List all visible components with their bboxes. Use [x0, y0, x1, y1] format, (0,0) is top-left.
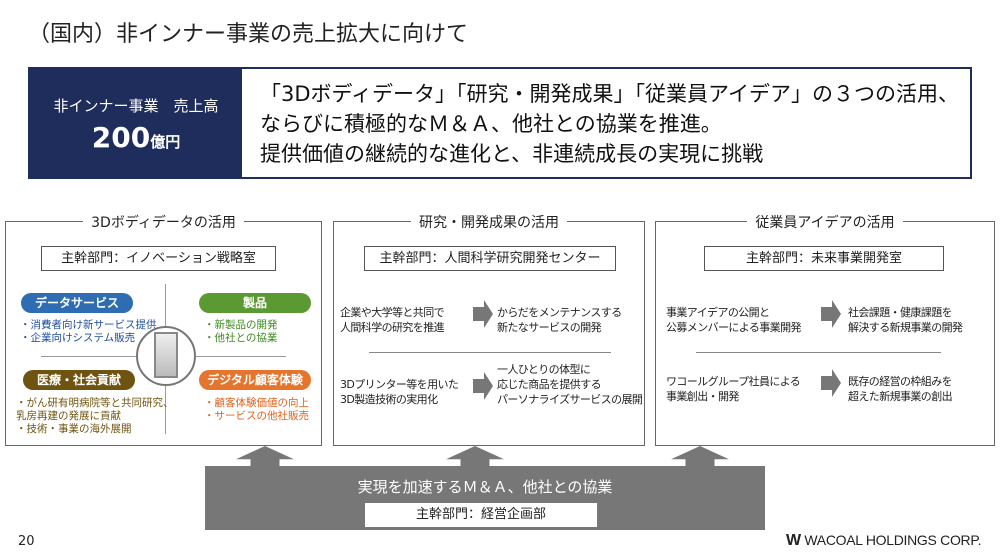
- dept-label: 主幹部門：未来事業開発室: [704, 246, 944, 271]
- row-to: 一人ひとりの体型に応じた商品を提供するパーソナライズサービスの展開: [497, 363, 643, 406]
- dept-label: 主幹部門：イノベーション戦略室: [41, 246, 276, 271]
- quadrant-products: 製品: [199, 293, 311, 313]
- dept-label: 主幹部門：経営企画部: [365, 503, 597, 527]
- arrow-right-icon: [473, 300, 493, 328]
- up-arrow-icon: [671, 446, 729, 468]
- row-from: 企業や大学等と共同で人間科学の研究を推進: [340, 306, 445, 334]
- quadrant-list: ・消費者向け新サービス提供・企業向けシステム販売: [20, 319, 157, 344]
- body-scanner-icon: [154, 332, 178, 378]
- up-arrow-icon: [446, 446, 504, 468]
- row-from: 事業アイデアの公開と公募メンバーによる事業開発: [666, 306, 801, 334]
- arrow-right-icon: [821, 369, 841, 397]
- dept-label: 主幹部門：人間科学研究開発センター: [364, 246, 616, 271]
- panel-title: 研究・開発成果の活用: [411, 215, 567, 231]
- quadrant-list: ・がん研有明病院等と共同研究、乳房再建の発展に貢献・技術・事業の海外展開: [16, 397, 174, 435]
- sales-panel: 非インナー事業 売上高 200億円: [30, 69, 242, 177]
- page-number: 20: [18, 534, 35, 549]
- panel-title: 従業員アイデアの活用: [747, 215, 903, 231]
- amount-unit: 億円: [150, 133, 181, 151]
- strategy-line: 提供価値の継続的な進化と、非連続成長の実現に挑戦: [260, 142, 764, 166]
- row-from: ワコールグループ社員による事業創出・開発: [666, 375, 801, 403]
- quadrant-digital-cx: デジタル顧客体験: [199, 370, 311, 390]
- arrow-right-icon: [473, 372, 493, 400]
- strategy-line: ならびに積極的なＭ＆Ａ、他社との協業を推進。: [260, 112, 722, 136]
- panel-3d-body-data: 3Dボディデータの活用 主幹部門：イノベーション戦略室 データサービス ・消費者…: [5, 215, 322, 446]
- strategy-line: 「3Dボディデータ」「研究・開発成果」「従業員アイデア」の３つの活用、: [260, 82, 960, 106]
- row-to: 既存の経営の枠組みを超えた新規事業の創出: [848, 375, 953, 403]
- divider: [369, 352, 611, 353]
- panel-employee-ideas: 従業員アイデアの活用 主幹部門：未来事業開発室 事業アイデアの公開と公募メンバー…: [655, 215, 995, 446]
- logo-text: WACOAL HOLDINGS CORP.: [804, 532, 982, 548]
- ma-title: 実現を加速するＭ＆Ａ、他社との協業: [357, 478, 613, 496]
- amount-value: 200: [91, 121, 151, 154]
- divider: [696, 352, 941, 353]
- sales-label: 非インナー事業 売上高: [53, 97, 219, 115]
- row-to: からだをメンテナンスする新たなサービスの開発: [497, 306, 622, 334]
- arrow-right-icon: [821, 300, 841, 328]
- slide-title: （国内）非インナー事業の売上拡大に向けて: [28, 22, 469, 47]
- row-to: 社会課題・健康課題を解決する新規事業の開発: [848, 306, 963, 334]
- quadrant-list: ・顧客体験価値の向上・サービスの他社販売: [204, 397, 309, 422]
- panel-research: 研究・開発成果の活用 主幹部門：人間科学研究開発センター 企業や大学等と共同で人…: [333, 215, 645, 446]
- quadrant-medical: 医療・社会貢献: [23, 370, 135, 390]
- ma-collaboration-block: 実現を加速するＭ＆Ａ、他社との協業 主幹部門：経営企画部: [205, 466, 765, 530]
- logo-mark-icon: W: [786, 532, 801, 549]
- panel-title: 3Dボディデータの活用: [83, 215, 244, 231]
- quadrant-data-service: データサービス: [21, 293, 133, 313]
- sales-amount: 200億円: [30, 121, 242, 154]
- summary-box: 非インナー事業 売上高 200億円 「3Dボディデータ」「研究・開発成果」「従業…: [28, 67, 972, 179]
- strategy-text: 「3Dボディデータ」「研究・開発成果」「従業員アイデア」の３つの活用、 ならびに…: [260, 79, 959, 169]
- company-logo: W WACOAL HOLDINGS CORP.: [786, 532, 981, 550]
- up-arrow-icon: [236, 446, 294, 468]
- quadrant-list: ・新製品の開発・他社との協業: [204, 319, 278, 344]
